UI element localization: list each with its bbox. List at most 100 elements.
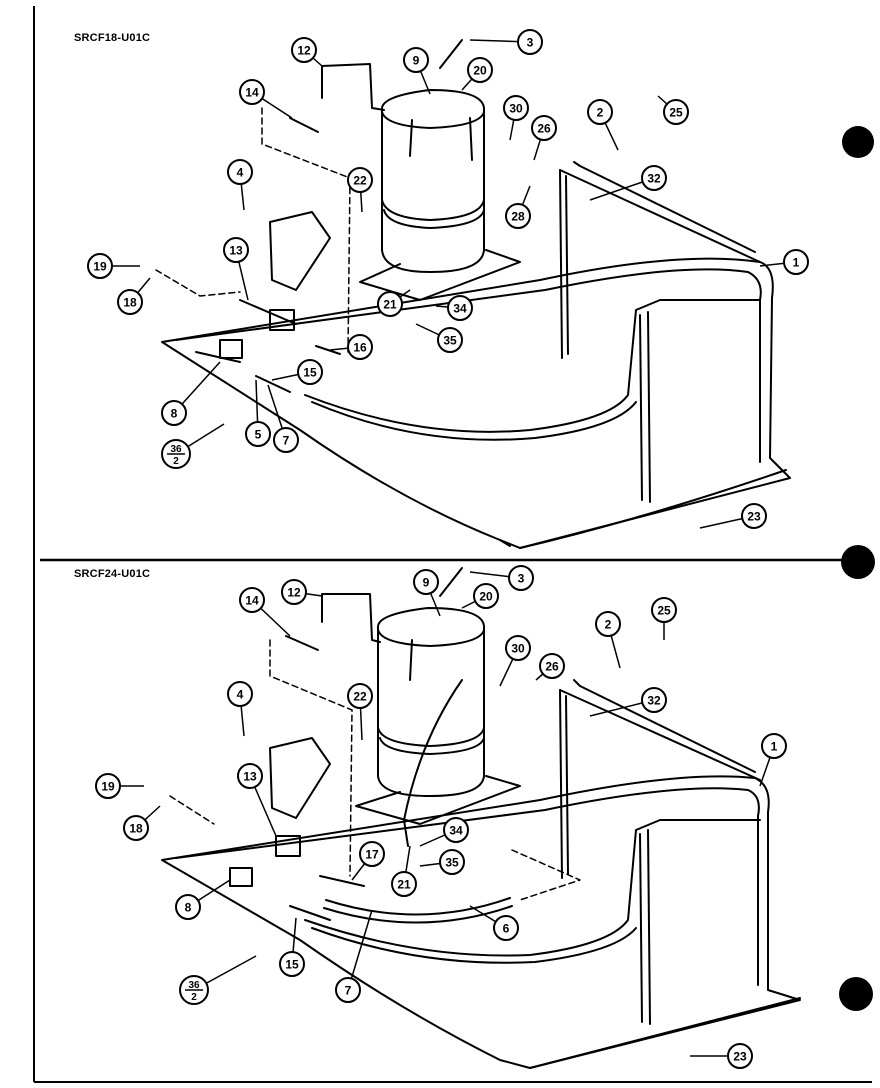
callout-top-30: 30 [503,95,529,121]
callout-top-2: 2 [587,99,613,125]
callout-bottom-26: 26 [539,653,565,679]
bottom-view-artwork [161,567,801,1069]
callout-bottom-1: 1 [761,733,787,759]
callout-label: 15 [285,958,299,972]
callout-label: 19 [93,260,107,274]
callout-bottom-13: 13 [237,763,263,789]
callout-label: 32 [647,172,661,186]
callout-top-12: 12 [291,37,317,63]
callout-label: 9 [423,576,430,590]
callout-top-35: 35 [437,327,463,353]
callout-bottom-7: 7 [335,977,361,1003]
callout-label: 32 [647,694,661,708]
fraction-top: 36 [188,980,200,991]
callout-bottom-14: 14 [239,587,265,613]
top-view-artwork [155,39,791,549]
callout-fraction-top: 362 [161,439,191,469]
callout-label: 21 [397,878,411,892]
callout-bottom-12: 12 [281,579,307,605]
callout-label: 20 [479,590,493,604]
callout-top-14: 14 [239,79,265,105]
callout-bottom-4: 4 [227,681,253,707]
callout-bottom-9: 9 [413,569,439,595]
callout-label: 1 [793,256,800,270]
callout-label: 9 [413,54,420,68]
callout-bottom-8: 8 [175,894,201,920]
callout-label: 22 [353,174,367,188]
callout-label: 14 [245,86,259,100]
callout-top-21: 21 [377,291,403,317]
callout-label: 14 [245,594,259,608]
fraction-bottom: 2 [173,456,179,467]
callout-top-9: 9 [403,47,429,73]
callout-top-23: 23 [741,503,767,529]
leader-line [347,909,373,991]
callout-bottom-6: 6 [493,915,519,941]
callout-label: 23 [733,1050,747,1064]
callout-top-19: 19 [87,253,113,279]
callout-bottom-22: 22 [347,683,373,709]
fraction-bottom: 2 [191,992,197,1003]
callout-label: 16 [353,341,367,355]
binder-hole-3 [839,977,873,1011]
callout-label: 4 [237,688,244,702]
callout-label: 18 [123,296,137,310]
callout-label: 15 [303,366,317,380]
callout-label: 34 [453,302,467,316]
callout-top-8: 8 [161,400,187,426]
callout-bottom-3: 3 [508,565,534,591]
fraction-top: 36 [170,444,182,455]
callout-label: 7 [283,434,290,448]
callout-top-32: 32 [641,165,667,191]
callout-top-18: 18 [117,289,143,315]
callout-label: 6 [503,922,510,936]
callout-top-3: 3 [517,29,543,55]
callout-label: 12 [287,586,301,600]
callout-label: 25 [657,604,671,618]
callout-top-15: 15 [297,359,323,385]
binder-hole-1 [842,126,874,158]
model-title-bottom: SRCF24-U01C [74,568,151,580]
callout-label: 2 [597,106,604,120]
callout-label: 13 [243,770,257,784]
callout-label: 23 [747,510,761,524]
callout-label: 35 [445,856,459,870]
callout-top-25: 25 [663,99,689,125]
callout-top-4: 4 [227,159,253,185]
callout-label: 5 [255,428,262,442]
callout-label: 4 [237,166,244,180]
callout-top-7: 7 [273,427,299,453]
model-title-top: SRCF18-U01C [74,32,151,44]
callout-label: 22 [353,690,367,704]
callout-label: 28 [511,210,525,224]
callout-label: 1 [771,740,778,754]
callout-label: 3 [518,572,525,586]
callout-top-28: 28 [505,203,531,229]
callout-bottom-2: 2 [595,611,621,637]
callout-label: 12 [297,44,311,58]
callout-top-13: 13 [223,237,249,263]
callout-top-5: 5 [245,421,271,447]
callout-label: 30 [511,642,525,656]
callout-bottom-20: 20 [473,583,499,609]
callout-bottom-23: 23 [727,1043,753,1069]
callout-label: 18 [129,822,143,836]
callout-top-20: 20 [467,57,493,83]
callout-label: 34 [449,824,463,838]
callout-label: 3 [527,36,534,50]
callout-label: 8 [171,407,178,421]
callout-bottom-19: 19 [95,773,121,799]
callout-bottom-17: 17 [359,841,385,867]
callout-bottom-30: 30 [505,635,531,661]
callout-label: 35 [443,334,457,348]
callout-bottom-35: 35 [439,849,465,875]
callout-bottom-21: 21 [391,871,417,897]
callout-label: 13 [229,244,243,258]
callout-label: 17 [365,848,379,862]
callout-bottom-25: 25 [651,597,677,623]
callout-top-16: 16 [347,334,373,360]
callout-label: 21 [383,298,397,312]
